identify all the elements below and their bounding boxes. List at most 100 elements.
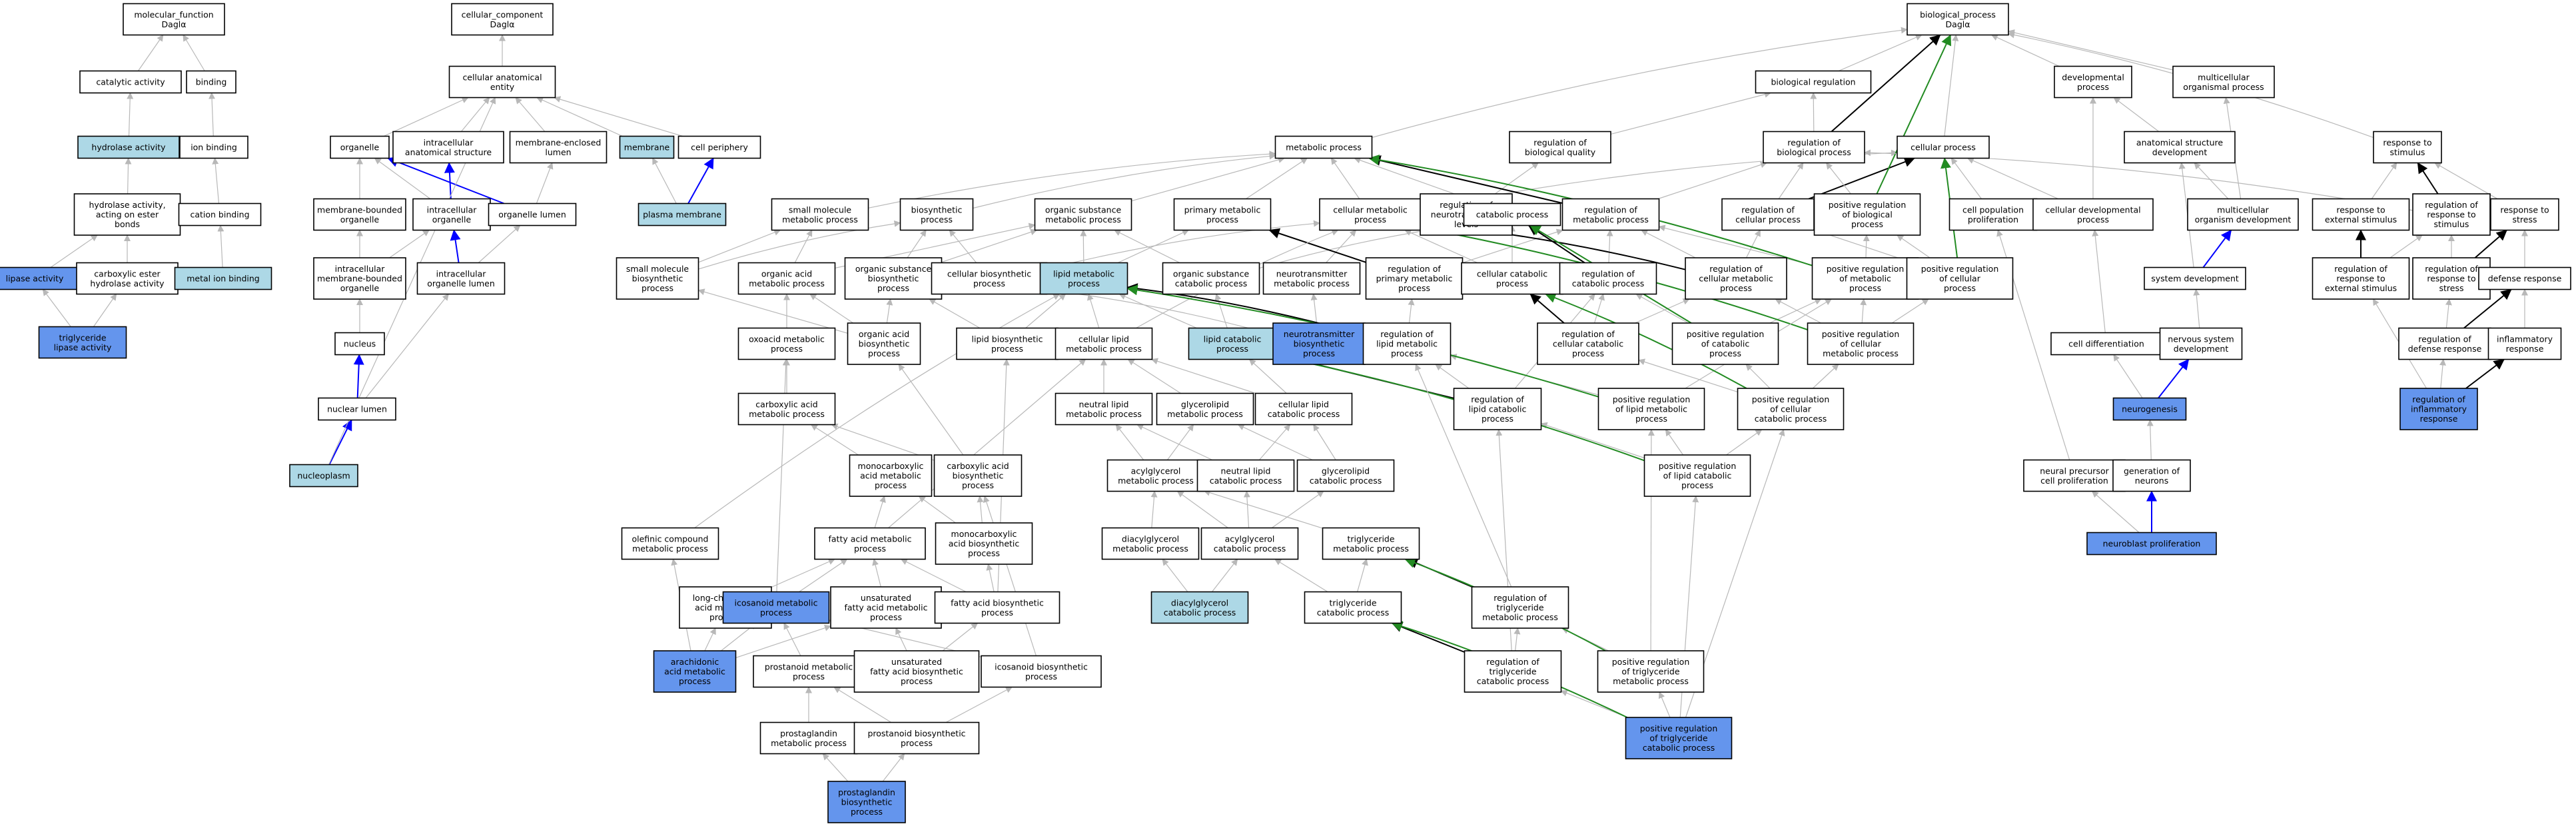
node-label-line: nuclear lumen (327, 404, 387, 414)
node-label-line: lipid catabolic (1204, 334, 1262, 344)
node-label-line: external stimulus (2325, 283, 2397, 293)
node-label-line: organic acid (761, 268, 812, 278)
node-label-line: process (1206, 214, 1238, 224)
node-label-line: process (981, 608, 1013, 618)
edge-regcp-to-regbp (1778, 162, 1804, 199)
edge-cellproc-to-bp (1944, 34, 1959, 137)
node-label-line: development (2152, 147, 2208, 157)
node-box (1274, 135, 1373, 159)
node-box (737, 327, 836, 360)
node-box (1948, 198, 2038, 231)
edge-metproc-to-bp (1372, 27, 1908, 138)
node-label-line: cellular developmental (2045, 205, 2140, 214)
node-label-line: positive regulation (1827, 264, 1905, 274)
edge-regresext-to-regresstim (2389, 234, 2423, 258)
edge-ntmp-to-cmp (1326, 229, 1357, 263)
node-label-line: diacylglycerol (1171, 598, 1228, 608)
edge-ntbp-to-ntmp (1310, 293, 1318, 324)
node-label-line: process (1025, 671, 1057, 681)
node-label-line: small molecule (789, 205, 852, 214)
node-label-line: positive regulation (1687, 329, 1765, 339)
node-box (1453, 388, 1542, 430)
node-label-line: catalytic activity (96, 77, 165, 87)
node-label-line: lipid metabolic (1053, 268, 1114, 278)
node-label-line: icosanoid biosynthetic (995, 661, 1088, 671)
edge-osbp-to-biosynth (907, 229, 927, 258)
node-label-line: glycerolipid (1322, 466, 1370, 476)
node-label-line: fatty acid biosynthetic (870, 667, 963, 677)
node-label-line: hydrolase activity (90, 278, 165, 288)
node-box (448, 65, 556, 99)
node-box (935, 522, 1033, 565)
edge-posregcmp-to-posregcp (1891, 298, 1929, 324)
node-box (1559, 262, 1657, 295)
node-label-line: metabolic process (771, 738, 847, 748)
node-label-line: lipid biosynthetic (972, 334, 1043, 344)
node-box (1509, 131, 1611, 164)
node-label-line: process (921, 214, 953, 224)
node-label-line: metabolic process (1274, 278, 1350, 288)
node-label-line: cellular biosynthetic (947, 268, 1031, 278)
node-label-line: metabolic process (749, 409, 825, 419)
node-box (509, 131, 608, 164)
edge-lbp-to-osbp (929, 298, 981, 329)
edge-dgmp-to-agmp (1150, 490, 1158, 528)
edge-glcp-to-glmp (1237, 424, 1313, 461)
node-label-line: small molecule (626, 264, 689, 274)
node-label-line: positive regulation (1613, 394, 1691, 404)
node-label-line: triglyceride (1329, 598, 1376, 608)
node-box (186, 70, 236, 94)
node-box (1196, 459, 1295, 492)
edge-hydroester-to-hydrolase (125, 157, 132, 195)
edge-fabp-to-famp (900, 558, 967, 593)
edge-reglmp-to-regpmp (1408, 298, 1415, 324)
node-label-line: lipid metabolic (1376, 339, 1438, 349)
go-term-node-cellperi: cell periphery (677, 135, 761, 159)
node-label-line: regulation of (1709, 264, 1763, 274)
node-label-line: regulation of (2425, 200, 2478, 210)
node-label-line: organelle lumen (427, 278, 495, 288)
node-label-line: regulation of (1486, 657, 1539, 667)
node-label-line: stress (2513, 214, 2537, 224)
node-label-line: metabolic process (782, 214, 858, 224)
node-label-line: biosynthetic (911, 205, 963, 214)
go-term-node-nuclumen: nuclear lumen (318, 397, 396, 421)
node-label-line: of lipid catabolic (1663, 471, 1732, 481)
node-label-line: metabolic process (1066, 344, 1142, 354)
edge-cbp-to-biosynth (949, 229, 977, 263)
node-label-line: organelle (340, 214, 380, 224)
node-box (847, 322, 921, 365)
node-label-line: process (793, 671, 825, 681)
node-box (2487, 327, 2562, 360)
edge-regtgcp-to-regtgmp (1513, 627, 1521, 651)
go-term-node-nucleoplasm: nucleoplasm (289, 464, 358, 488)
edge-binding-to-mf (183, 34, 205, 71)
node-label-line: prostaglandin (838, 787, 895, 797)
edge-regntl-to-regbq (1494, 162, 1539, 195)
edge-mel-to-cae (515, 97, 546, 132)
node-label-line: acid metabolic (860, 471, 921, 481)
node-box (1156, 392, 1254, 426)
edge-oscp-to-osmp (1114, 229, 1180, 264)
edge-orglumen-to-mel (536, 162, 554, 204)
node-label-line: process (1398, 283, 1430, 293)
node-label-line: process (973, 278, 1005, 288)
node-label-line: process (1482, 414, 1513, 424)
node-label-line: hydrolase activity (91, 143, 166, 153)
node-box (1625, 717, 1733, 759)
node-box (853, 721, 980, 755)
node-label-line: Daglα (490, 19, 515, 29)
node-label-line: cellular metabolic (1699, 274, 1773, 284)
node-label-line: intracellular (436, 268, 487, 278)
go-term-node-binding: binding (186, 70, 236, 94)
